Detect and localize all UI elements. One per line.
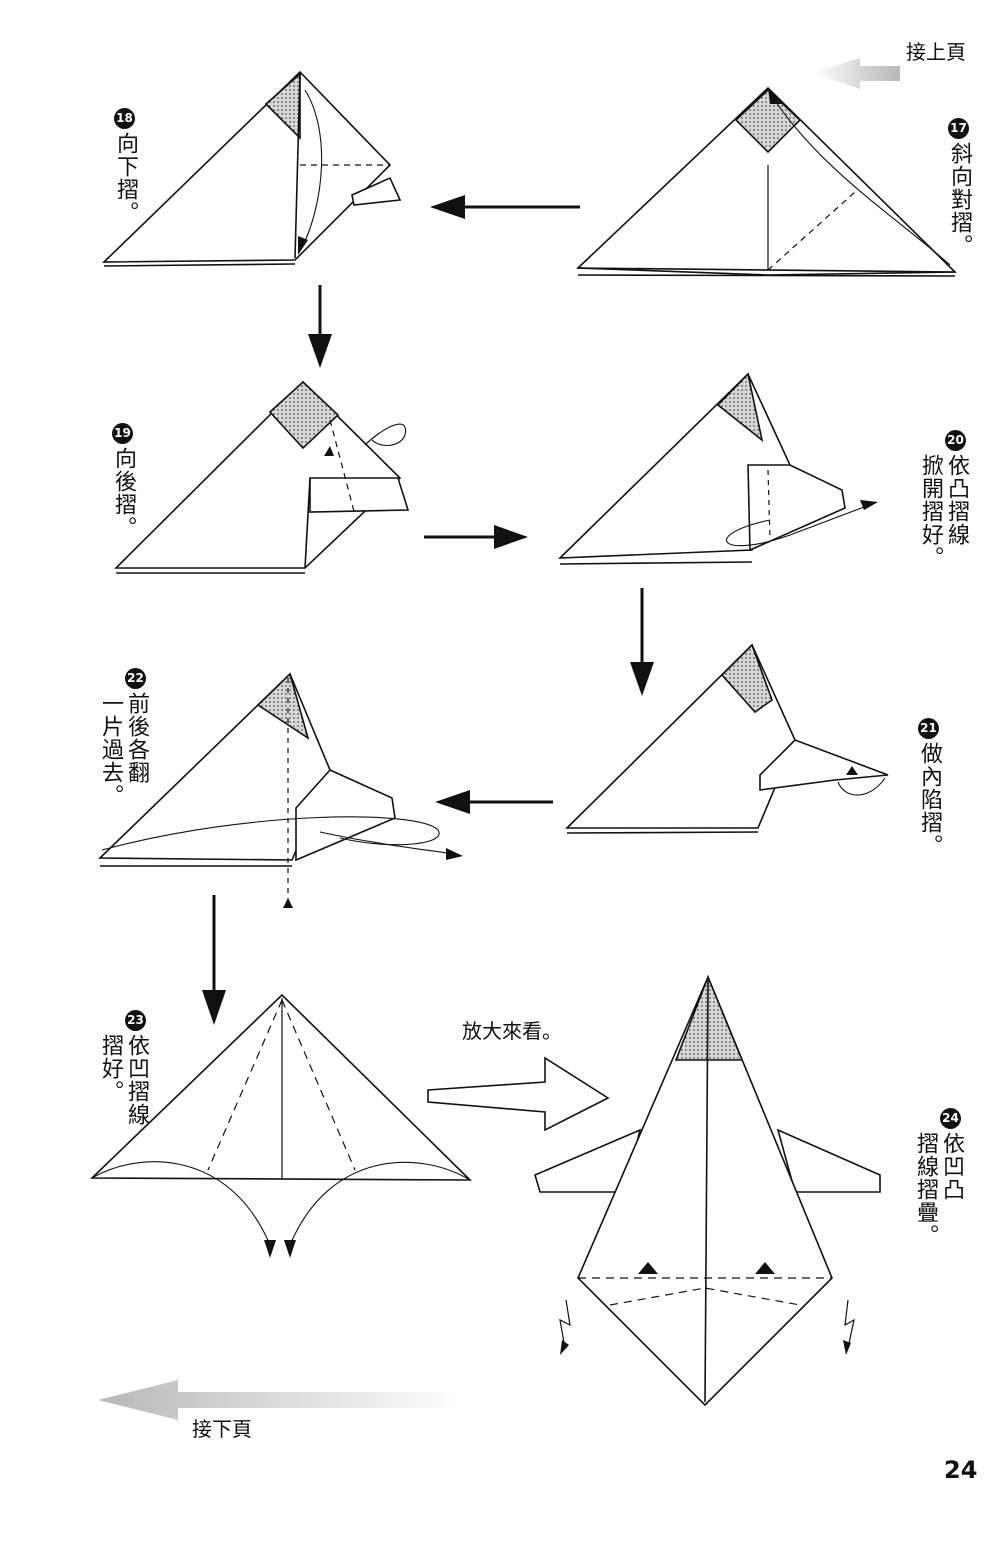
step-17-text: 斜向對摺。 (947, 142, 972, 257)
step-17-diagram (576, 86, 957, 277)
next-page-label[interactable]: 接下頁 (192, 1417, 252, 1441)
step-21-diagram (565, 643, 889, 834)
step-19-number: 19 (112, 423, 133, 444)
next-page-arrow[interactable] (98, 1380, 465, 1420)
step-19-text: 向後摺。 (111, 447, 136, 539)
arrow-down-3 (202, 895, 226, 1025)
step-18-number: 18 (114, 108, 135, 129)
arrow-right-1 (424, 525, 528, 549)
step-22-number: 22 (125, 668, 146, 689)
step-24-text-1: 依凹凸 (939, 1132, 964, 1201)
step-24-diagram (534, 974, 881, 1407)
step-20-number: 20 (945, 430, 966, 451)
step-22-text-1: 前後各翻 (124, 692, 149, 784)
step-21-text: 做內陷摺。 (917, 742, 942, 857)
step-22-text-2: 一片過去。 (98, 692, 123, 807)
step-23-number: 23 (125, 1010, 146, 1031)
step-24-text-2: 摺線摺疊。 (913, 1132, 938, 1247)
step-23-text-1: 依凹摺線 (124, 1034, 149, 1126)
step-23-diagram (90, 993, 472, 1258)
step-18-diagram (102, 70, 402, 267)
zoom-arrow (427, 1056, 610, 1132)
step-21-number: 21 (918, 718, 939, 739)
step-20-text-2: 掀開摺好。 (918, 454, 943, 569)
step-23-text-2: 摺好。 (98, 1034, 123, 1103)
prev-page-arrow[interactable] (812, 58, 900, 89)
step-19-diagram (114, 380, 410, 574)
step-20-diagram (557, 372, 878, 565)
arrow-left-1 (430, 195, 580, 219)
zoom-label: 放大來看。 (462, 1019, 562, 1043)
step-24-number: 24 (940, 1108, 961, 1129)
step-20-text-1: 依凸摺線 (944, 454, 969, 546)
step-17-number: 17 (948, 118, 969, 139)
arrow-down-2 (630, 588, 654, 696)
step-18-text: 向下摺。 (113, 132, 138, 224)
step-22-diagram (98, 672, 463, 908)
arrow-down-1 (308, 285, 332, 368)
arrow-left-2 (435, 790, 553, 814)
prev-page-label[interactable]: 接上頁 (906, 40, 966, 64)
page-number: 24 (944, 1456, 978, 1484)
